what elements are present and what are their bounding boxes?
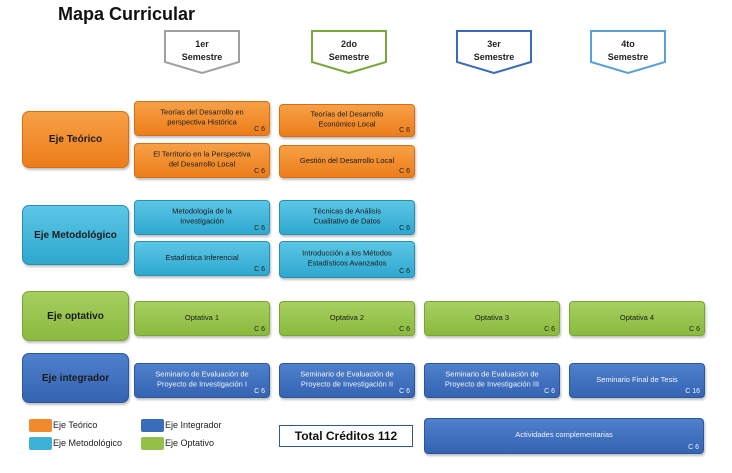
page-title: Mapa Curricular xyxy=(58,4,196,24)
course-credits: C 6 xyxy=(399,326,410,333)
course-credits: C 6 xyxy=(399,268,410,275)
course-credits: C 6 xyxy=(254,126,265,133)
course-title: El Territorio en la Perspectiva del Desa… xyxy=(153,148,251,168)
semester-header-1: 1er Semestre xyxy=(164,30,240,74)
course-credits: C 6 xyxy=(399,168,410,175)
course-optativa-1: Optativa 1 C 6 xyxy=(134,301,270,336)
legend-label: Eje Optativo xyxy=(165,438,215,448)
course-credits: C 6 xyxy=(544,326,555,333)
course-title: Teorías del Desarrollo Económico Local xyxy=(310,108,384,128)
course-credits: C 6 xyxy=(399,127,410,134)
course-credits: C 6 xyxy=(254,168,265,175)
course-integrador-2: Seminario de Evaluación de Proyecto de I… xyxy=(279,363,415,398)
course-title: Seminario de Evaluación de Proyecto de I… xyxy=(155,368,249,388)
legend-label: Eje Metodológico xyxy=(53,438,123,448)
semester-3-label: 3er Semestre xyxy=(473,39,515,62)
course-title: Optativa 4 xyxy=(619,312,655,322)
course-title: Actividades complementarias xyxy=(515,430,613,440)
course-credits: C 6 xyxy=(254,225,265,232)
course-metod-2a: Técnicas de Análisis Cualitativo de Dato… xyxy=(279,200,415,235)
course-metod-1a: Metodología de la Investigación C 6 xyxy=(134,200,270,235)
course-title: Optativa 1 xyxy=(184,312,220,322)
legend-swatch xyxy=(141,437,164,450)
course-title: Teorías del Desarrollo en perspectiva Hi… xyxy=(160,106,244,126)
legend-label: Eje Teórico xyxy=(53,420,98,430)
course-title: Estadística Inferencial xyxy=(165,252,239,262)
course-metod-1b: Estadística Inferencial C 6 xyxy=(134,241,270,276)
legend-swatch xyxy=(29,419,52,432)
course-title: Seminario de Evaluación de Proyecto de I… xyxy=(444,368,540,388)
course-teorico-1a: Teorías del Desarrollo en perspectiva Hi… xyxy=(134,101,270,136)
course-teorico-2b: Gestión del Desarrollo Local C 6 xyxy=(279,145,415,178)
semester-header-3: 3er Semestre xyxy=(456,30,532,74)
course-actividades: Actividades complementarias C 6 xyxy=(424,418,704,454)
course-credits: C 6 xyxy=(689,326,700,333)
course-title: Optativa 3 xyxy=(474,312,510,322)
semester-1-label: 1er Semestre xyxy=(181,39,223,62)
course-credits: C 6 xyxy=(544,388,555,395)
semester-2-label: 2do Semestre xyxy=(328,39,370,62)
course-optativa-3: Optativa 3 C 6 xyxy=(424,301,560,336)
course-title: Técnicas de Análisis Cualitativo de Dato… xyxy=(313,205,381,225)
semester-4-label: 4to Semestre xyxy=(607,39,649,62)
course-credits: C 6 xyxy=(688,444,699,451)
legend-swatch xyxy=(141,419,164,432)
course-title: Seminario Final de Tesis xyxy=(596,374,678,384)
semester-2-arrow-shape xyxy=(311,30,387,74)
course-title: Seminario de Evaluación de Proyecto de I… xyxy=(300,368,394,388)
course-optativa-4: Optativa 4 C 6 xyxy=(569,301,705,336)
course-title: Metodología de la Investigación xyxy=(172,205,232,225)
course-credits: C 16 xyxy=(685,388,700,395)
course-credits: C 6 xyxy=(254,388,265,395)
course-integrador-4: Seminario Final de Tesis C 16 xyxy=(569,363,705,398)
legend-label: Eje Integrador xyxy=(165,420,222,430)
course-teorico-2a: Teorías del Desarrollo Económico Local C… xyxy=(279,104,415,137)
course-integrador-1: Seminario de Evaluación de Proyecto de I… xyxy=(134,363,270,398)
axis-metodologico: Eje Metodológico xyxy=(22,205,129,265)
course-title: Optativa 2 xyxy=(329,312,365,322)
course-optativa-2: Optativa 2 C 6 xyxy=(279,301,415,336)
semester-1-arrow-shape xyxy=(164,30,240,74)
course-title: Gestión del Desarrollo Local xyxy=(299,155,395,165)
course-credits: C 6 xyxy=(399,225,410,232)
axis-teorico: Eje Teórico xyxy=(22,111,129,168)
axis-optativo: Eje optativo xyxy=(22,291,129,341)
course-teorico-1b: El Territorio en la Perspectiva del Desa… xyxy=(134,143,270,178)
semester-4-arrow-shape xyxy=(590,30,666,74)
course-title: Introducción a los Métodos Estadísticos … xyxy=(302,247,392,267)
semester-header-4: 4to Semestre xyxy=(590,30,666,74)
total-credits: Total Créditos 112 xyxy=(279,425,413,447)
semester-header-2: 2do Semestre xyxy=(311,30,387,74)
course-metod-2b: Introducción a los Métodos Estadísticos … xyxy=(279,241,415,278)
course-credits: C 6 xyxy=(399,388,410,395)
axis-integrador: Eje integrador xyxy=(22,353,129,403)
course-credits: C 6 xyxy=(254,266,265,273)
semester-3-arrow-shape xyxy=(456,30,532,74)
course-credits: C 6 xyxy=(254,326,265,333)
course-integrador-3: Seminario de Evaluación de Proyecto de I… xyxy=(424,363,560,398)
legend-swatch xyxy=(29,437,52,450)
